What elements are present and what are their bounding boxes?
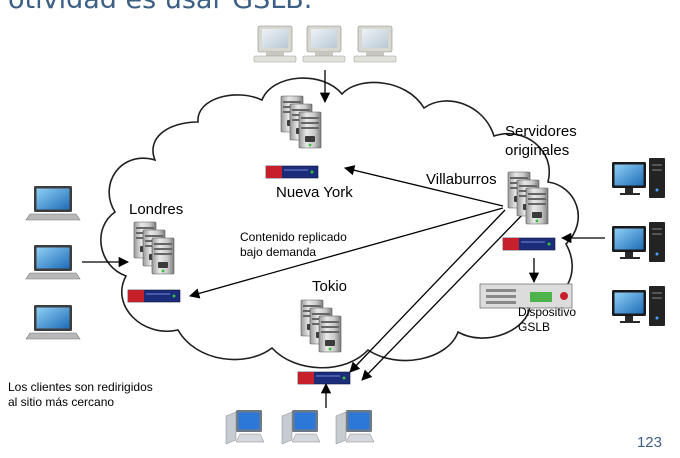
label-clientes-line1: Los clientes son redirigidos <box>8 380 153 394</box>
label-clientes: Los clientes son redirigidos al sitio má… <box>8 380 153 410</box>
label-contenido-replicado: Contenido replicado bajo demanda <box>240 230 347 260</box>
label-replicado-line2: bajo demanda <box>240 245 317 259</box>
arrow-villaburros-to-nuevayork <box>343 165 504 207</box>
label-replicado-line1: Contenido replicado <box>240 230 347 244</box>
slide-title: otividad es usar GSLB. <box>8 0 312 15</box>
label-servidores-originales: Servidores originales <box>505 122 577 160</box>
right-desktops <box>612 158 665 326</box>
page-number: 123 <box>636 434 662 451</box>
top-clients <box>253 25 397 63</box>
label-londres: Londres <box>129 201 184 218</box>
label-nuevayork: Nueva York <box>276 184 353 201</box>
label-tokio: Tokio <box>312 278 348 295</box>
label-gslb-line1: Dispositivo <box>518 305 577 319</box>
arrow-villaburros-to-londres <box>188 207 504 299</box>
gslb-device <box>479 283 573 309</box>
label-originales: originales <box>505 142 570 159</box>
arrow-villaburros-to-tokio-1 <box>349 209 506 373</box>
arrow-villaburros-to-tokio-2 <box>361 211 526 381</box>
label-gslb: Dispositivo GSLB <box>518 305 576 335</box>
bottom-clients <box>225 409 375 445</box>
arrows <box>82 70 605 408</box>
label-servidores: Servidores <box>505 123 577 140</box>
label-gslb-line2: GSLB <box>518 320 551 334</box>
left-laptops <box>25 185 81 340</box>
label-clientes-line2: al sitio más cercano <box>8 395 115 409</box>
label-villaburros: Villaburros <box>426 171 497 188</box>
